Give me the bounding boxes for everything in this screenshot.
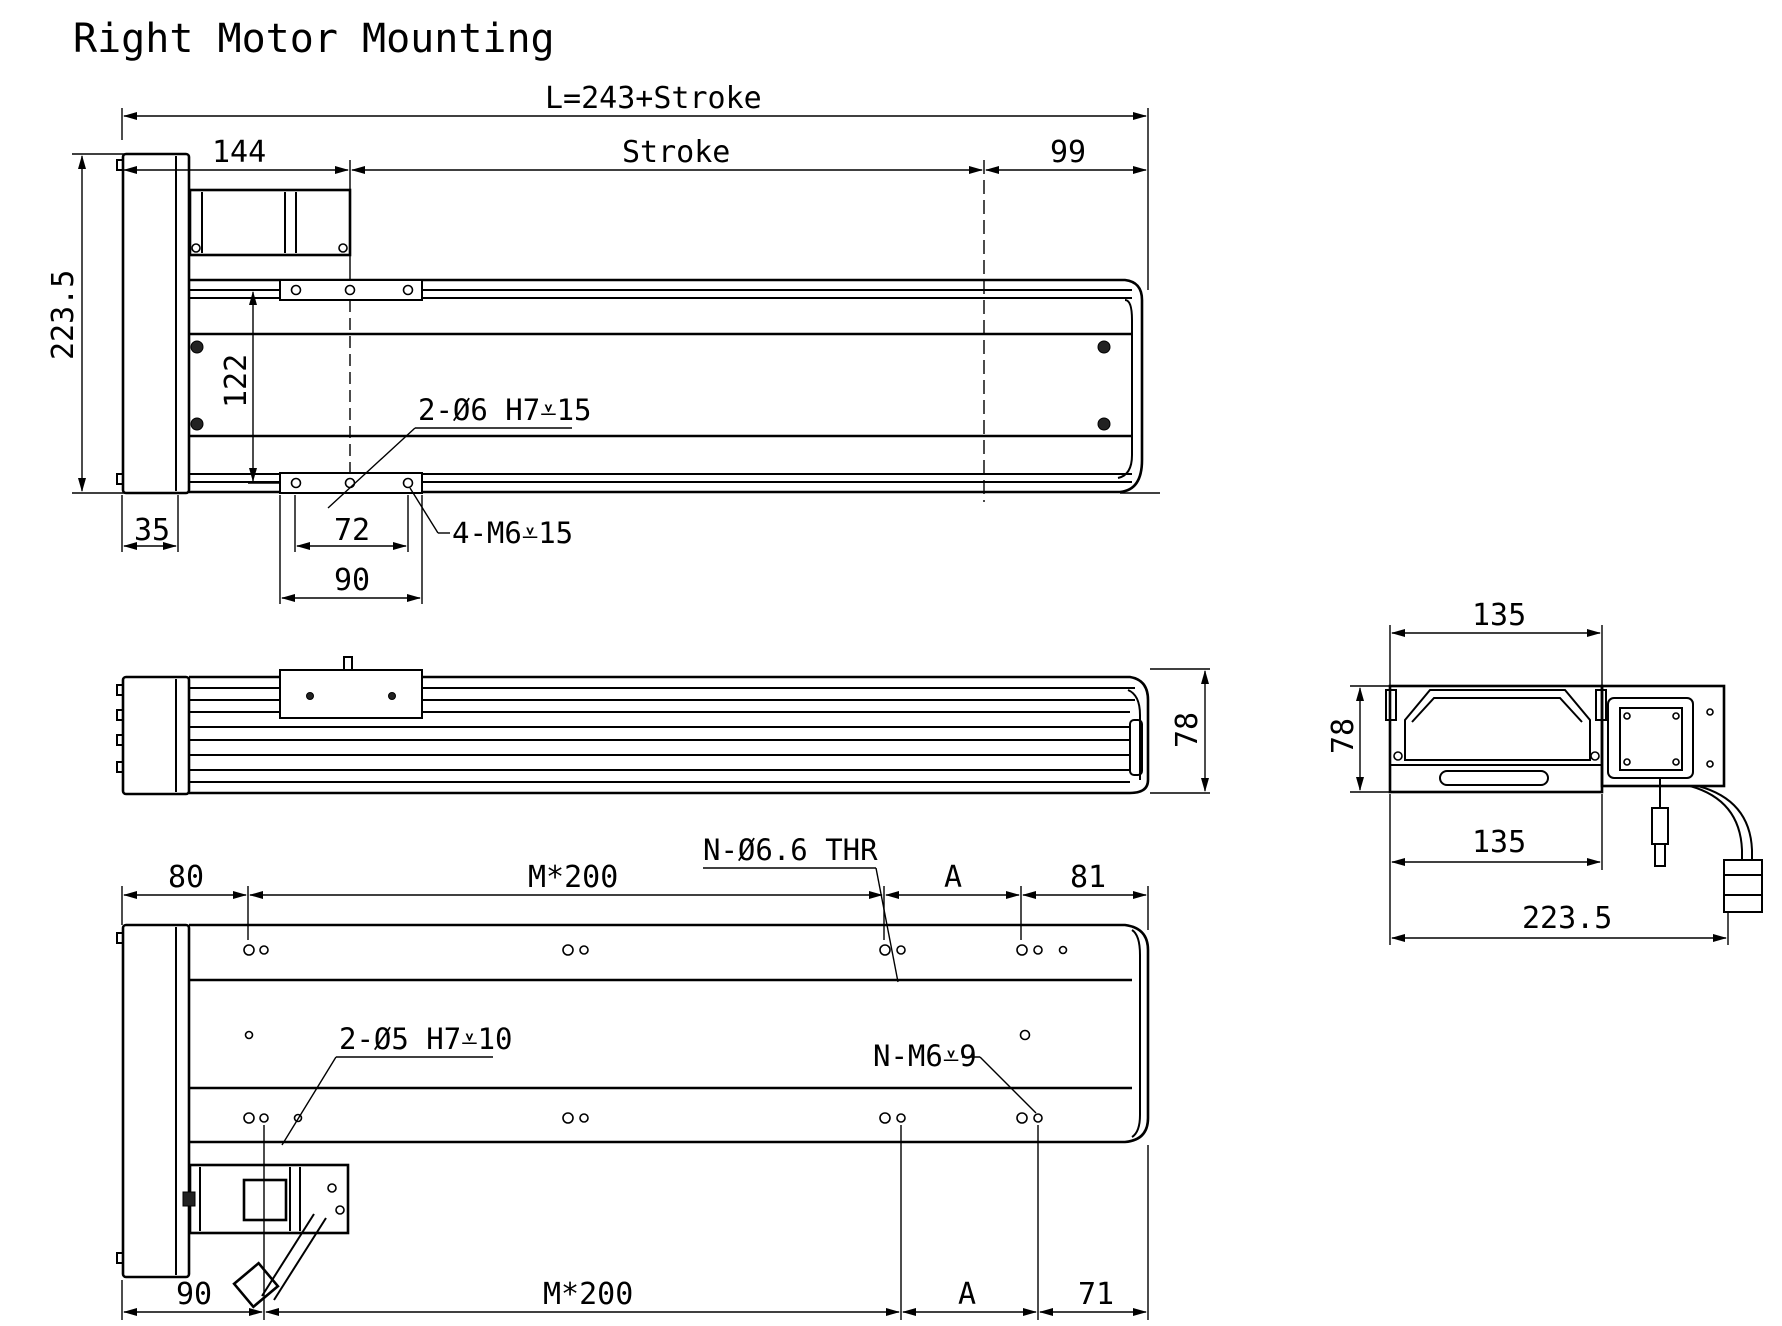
actuator-body-top	[189, 278, 1144, 494]
dim-72: 72	[334, 513, 370, 548]
mounting-holes-bottom-row	[243, 1112, 1043, 1124]
dim-122: 122	[219, 354, 254, 408]
dim-a-bottom: A	[958, 1277, 976, 1312]
bottom-motor-housing	[121, 923, 191, 1279]
motor-body	[188, 188, 352, 257]
callout-screw-holes: 4-M6⩡15	[452, 516, 573, 550]
callout-pin-holes: 2-Ø6 H7⩡15	[418, 393, 592, 427]
callout-thru-holes: N-Ø6.6 THR	[703, 833, 878, 867]
dim-overall-length: L=243+Stroke	[545, 81, 762, 116]
bottom-view: 80 M*200 A 81 N-Ø6.6 THR	[116, 833, 1150, 1320]
dim-height-223-5: 223.5	[46, 270, 81, 360]
dim-a-top: A	[944, 860, 962, 895]
end-view: 135 78	[1326, 598, 1763, 945]
side-carriage	[279, 669, 423, 719]
dim-m200-bottom: M*200	[543, 1277, 633, 1312]
side-dim-78: 78	[1170, 712, 1205, 748]
side-actuator-body	[189, 675, 1150, 795]
end-dim-135-bottom: 135	[1472, 825, 1526, 860]
dim-35: 35	[134, 513, 170, 548]
callout-thread-holes: N-M6⩡9	[873, 1039, 977, 1073]
dim-81: 81	[1070, 860, 1106, 895]
top-view: L=243+Stroke 144 Stroke 99 223.5	[46, 81, 1160, 604]
bottom-actuator-body	[189, 923, 1150, 1144]
end-dim-223-5: 223.5	[1522, 901, 1612, 936]
end-dim-78: 78	[1326, 718, 1361, 754]
mounting-holes-top-row	[243, 944, 1068, 956]
drawing-title: Right Motor Mounting	[73, 16, 555, 62]
bottom-motor-body	[188, 1163, 350, 1235]
dim-144: 144	[212, 135, 266, 170]
end-profile-body	[1388, 684, 1604, 794]
dim-stroke: Stroke	[622, 135, 730, 170]
end-motor-flange	[1600, 684, 1726, 788]
end-dim-135-top: 135	[1472, 598, 1526, 633]
dim-71: 71	[1078, 1277, 1114, 1312]
dim-90-bottom: 90	[176, 1277, 212, 1312]
end-cable-connector	[1723, 859, 1763, 913]
side-motor-housing	[121, 675, 191, 796]
dim-99: 99	[1050, 135, 1086, 170]
dim-90: 90	[334, 563, 370, 598]
callout-pin-holes-bottom: 2-Ø5 H7⩡10	[339, 1022, 513, 1056]
dim-80: 80	[168, 860, 204, 895]
dim-m200-top: M*200	[528, 860, 618, 895]
side-view: 78	[116, 656, 1210, 796]
motor-housing	[121, 152, 191, 495]
